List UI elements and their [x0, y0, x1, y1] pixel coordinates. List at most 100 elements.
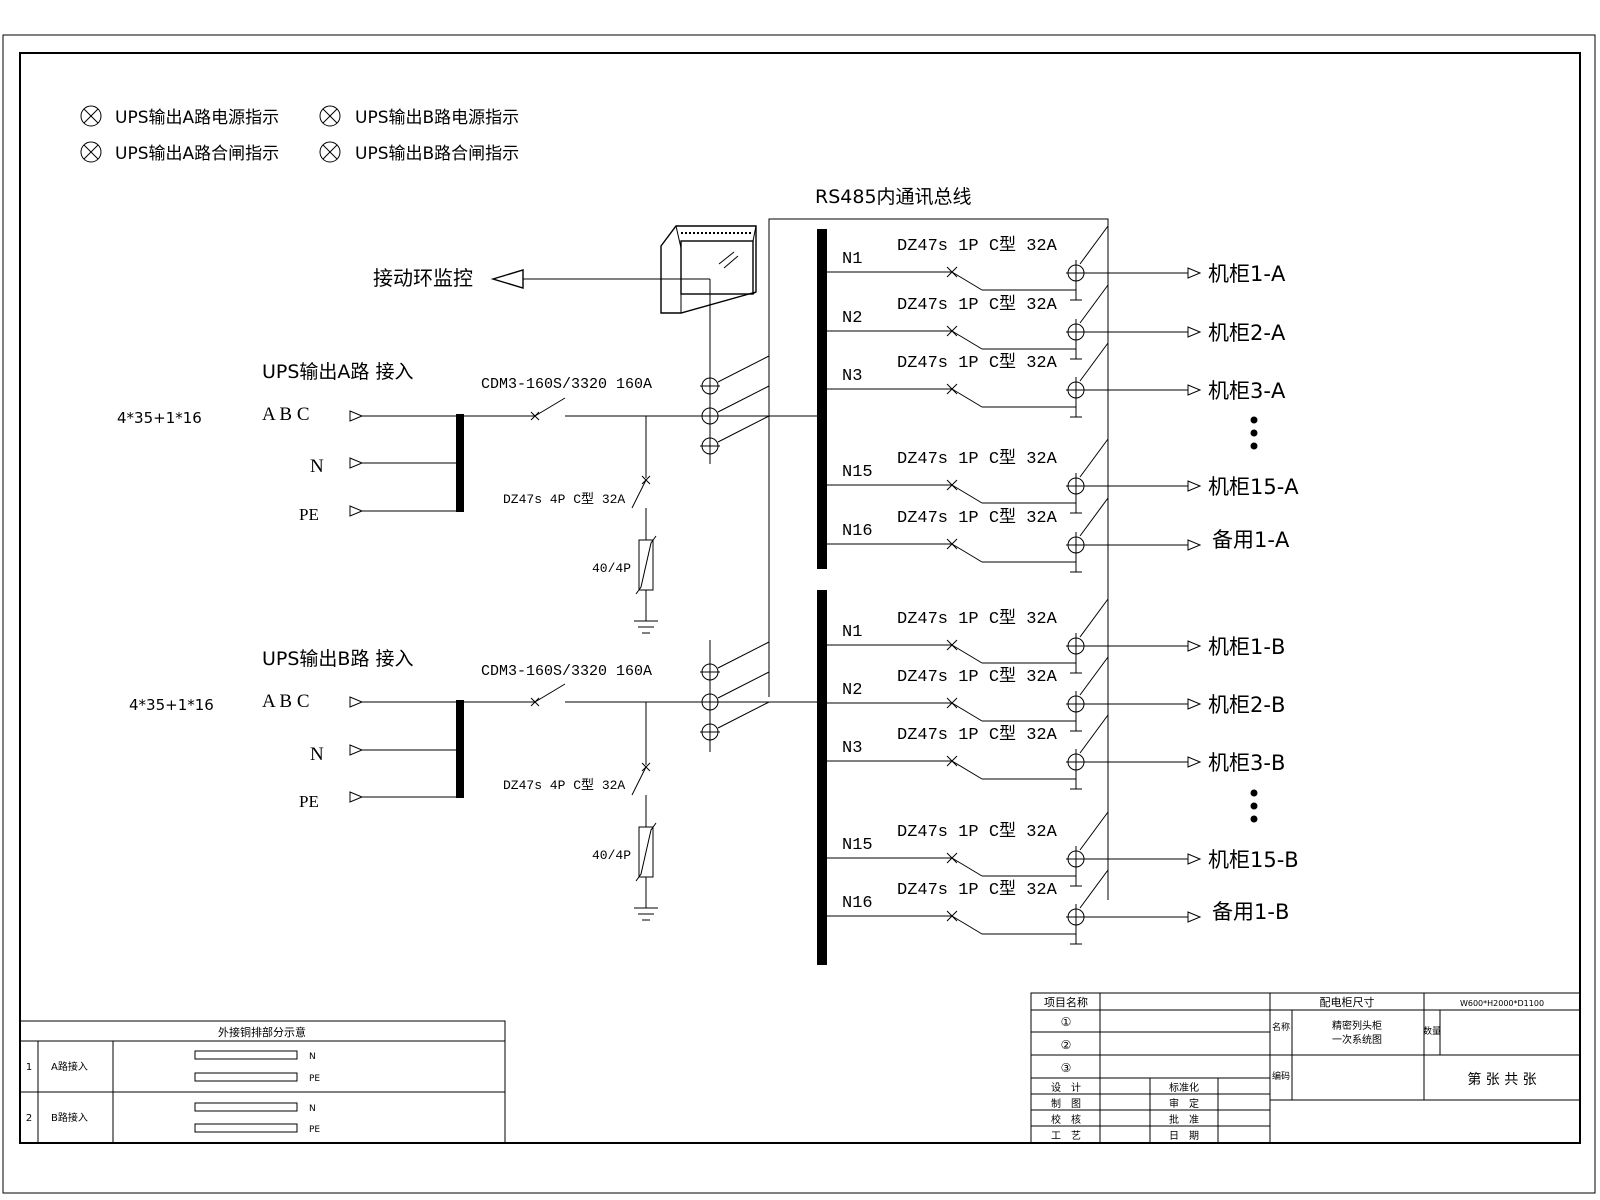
spd-breaker-label: DZ47s 4P C型 32A	[503, 492, 625, 507]
copper-table-title: 外接铜排部分示意	[218, 1025, 306, 1039]
terminal-icon	[349, 505, 364, 517]
circuit-destination: 机柜1-A	[1208, 262, 1286, 286]
quantity-label: 数量	[1423, 1025, 1441, 1037]
arrow-right-icon	[1187, 698, 1202, 710]
lamp-icon	[1066, 319, 1086, 360]
circuit-number: N2	[842, 309, 862, 328]
terminal-icon	[349, 744, 364, 756]
circuit-number: N16	[842, 522, 873, 541]
ellipsis-icon	[1250, 789, 1258, 823]
output-circuit: N2 DZ47s 1P C型 32A 机柜2-B	[827, 656, 1285, 732]
breaker-icon	[946, 479, 983, 504]
arrow-right-icon	[1187, 267, 1202, 279]
legend-item-b-power: UPS输出B路电源指示	[355, 108, 519, 128]
sign-label: 标准化	[1169, 1081, 1199, 1094]
lamp-icon	[700, 662, 720, 682]
spd-label: 40/4P	[592, 848, 631, 863]
output-circuit: N1 DZ47s 1P C型 32A 机柜1-A	[827, 225, 1286, 301]
cable-spec: 4*35+1*16	[117, 409, 202, 427]
output-circuit: N16 DZ47s 1P C型 32A 备用1-A	[827, 497, 1290, 573]
breaker-icon	[946, 383, 983, 408]
project-row-2: ②	[1061, 1038, 1072, 1052]
output-circuit: N3 DZ47s 1P C型 32A 机柜3-A	[827, 342, 1286, 418]
rs485-bus-line	[768, 218, 1109, 900]
lamp-icon	[1066, 532, 1086, 573]
rs485-label: RS485内通讯总线	[815, 186, 972, 208]
lamp-icon	[1066, 633, 1086, 674]
circuit-number: N15	[842, 463, 873, 482]
monitor-label: 接动环监控	[373, 266, 473, 290]
neutral-label: N	[310, 456, 324, 477]
circuit-number: N1	[842, 250, 862, 269]
arrow-right-icon	[1187, 756, 1202, 768]
output-circuit: N1 DZ47s 1P C型 32A 机柜1-B	[827, 598, 1285, 674]
legend-item-a-power: UPS输出A路电源指示	[115, 108, 279, 128]
arrow-right-icon	[1187, 853, 1202, 865]
breaker-icon	[631, 475, 651, 509]
circuit-spec: DZ47s 1P C型 32A	[897, 448, 1058, 469]
cabinet-size-value: W600*H2000*D1100	[1460, 999, 1544, 1008]
lamp-icon	[1066, 473, 1086, 514]
output-circuit: N15 DZ47s 1P C型 32A 机柜15-B	[827, 811, 1299, 887]
sign-label: 日 期	[1169, 1130, 1199, 1142]
project-row-1: ①	[1061, 1015, 1072, 1029]
circuit-number: N2	[842, 681, 862, 700]
legend-item-b-closing: UPS输出B路合闸指示	[355, 144, 519, 164]
legend-item-a-closing: UPS输出A路合闸指示	[115, 144, 279, 164]
lamp-icon	[319, 141, 341, 163]
lamp-icon	[1066, 904, 1086, 945]
input-busbar	[456, 414, 464, 512]
circuit-spec: DZ47s 1P C型 32A	[897, 294, 1058, 315]
copper-bar	[194, 1050, 298, 1060]
outer-frame	[2, 34, 1596, 1194]
input-title: UPS输出A路 接入	[262, 361, 413, 383]
arrow-right-icon	[1187, 480, 1202, 492]
lamp-icon	[1066, 749, 1086, 790]
sign-label: 校 核	[1051, 1113, 1081, 1126]
circuit-number: N3	[842, 739, 862, 758]
output-circuit: N16 DZ47s 1P C型 32A 备用1-B	[827, 869, 1289, 945]
lamp-icon	[1066, 377, 1086, 418]
lamp-icon	[1066, 260, 1086, 301]
input-b: UPS输出B路 接入 4*35+1*16 A B C N PE CDM3-160…	[129, 641, 819, 921]
circuit-destination: 备用1-B	[1212, 900, 1289, 924]
breaker-icon	[946, 538, 983, 563]
row-number: 1	[26, 1062, 32, 1073]
pe-label: PE	[299, 505, 319, 524]
breaker-icon	[946, 910, 983, 935]
circuit-destination: 机柜3-B	[1208, 751, 1285, 775]
circuit-spec: DZ47s 1P C型 32A	[897, 821, 1058, 842]
circuit-number: N1	[842, 623, 862, 642]
pe-label: PE	[299, 792, 319, 811]
row-name: A路接入	[51, 1060, 88, 1073]
lamp-icon	[1066, 691, 1086, 732]
code-label: 编码	[1272, 1070, 1290, 1082]
input-busbar	[456, 700, 464, 798]
copper-bar-label: N	[309, 1052, 316, 1062]
breaker-icon	[530, 683, 566, 707]
legend: UPS输出A路电源指示 UPS输出B路电源指示 UPS输出A路合闸指示 UPS输…	[80, 105, 519, 164]
circuit-number: N3	[842, 367, 862, 386]
spd-label: 40/4P	[592, 561, 631, 576]
arrow-right-icon	[1187, 384, 1202, 396]
neutral-label: N	[310, 744, 324, 765]
output-circuit: N15 DZ47s 1P C型 32A 机柜15-A	[827, 438, 1299, 514]
terminal-icon	[349, 696, 364, 708]
lamp-icon	[319, 105, 341, 127]
title-block: 项目名称 ① ② ③ 配电柜尺寸 W600*H2000*D1100 名称 精密列…	[1030, 992, 1581, 1144]
project-row-3: ③	[1061, 1061, 1072, 1075]
copper-bar-label: PE	[309, 1074, 320, 1084]
ellipsis-icon	[1250, 416, 1258, 450]
terminal-icon	[349, 410, 364, 422]
copper-bar	[194, 1102, 298, 1112]
copper-bar-label: PE	[309, 1125, 320, 1135]
sign-label: 设 计	[1051, 1081, 1081, 1094]
distribution-busbar-a	[817, 229, 827, 569]
row-number: 2	[26, 1113, 32, 1124]
distribution-busbar-b	[817, 590, 827, 965]
arrow-right-icon	[1187, 539, 1202, 551]
sign-label: 制 图	[1051, 1097, 1081, 1110]
circuit-spec: DZ47s 1P C型 32A	[897, 235, 1058, 256]
main-breaker-label: CDM3-160S/3320 160A	[481, 376, 652, 393]
lamp-icon	[700, 722, 720, 742]
